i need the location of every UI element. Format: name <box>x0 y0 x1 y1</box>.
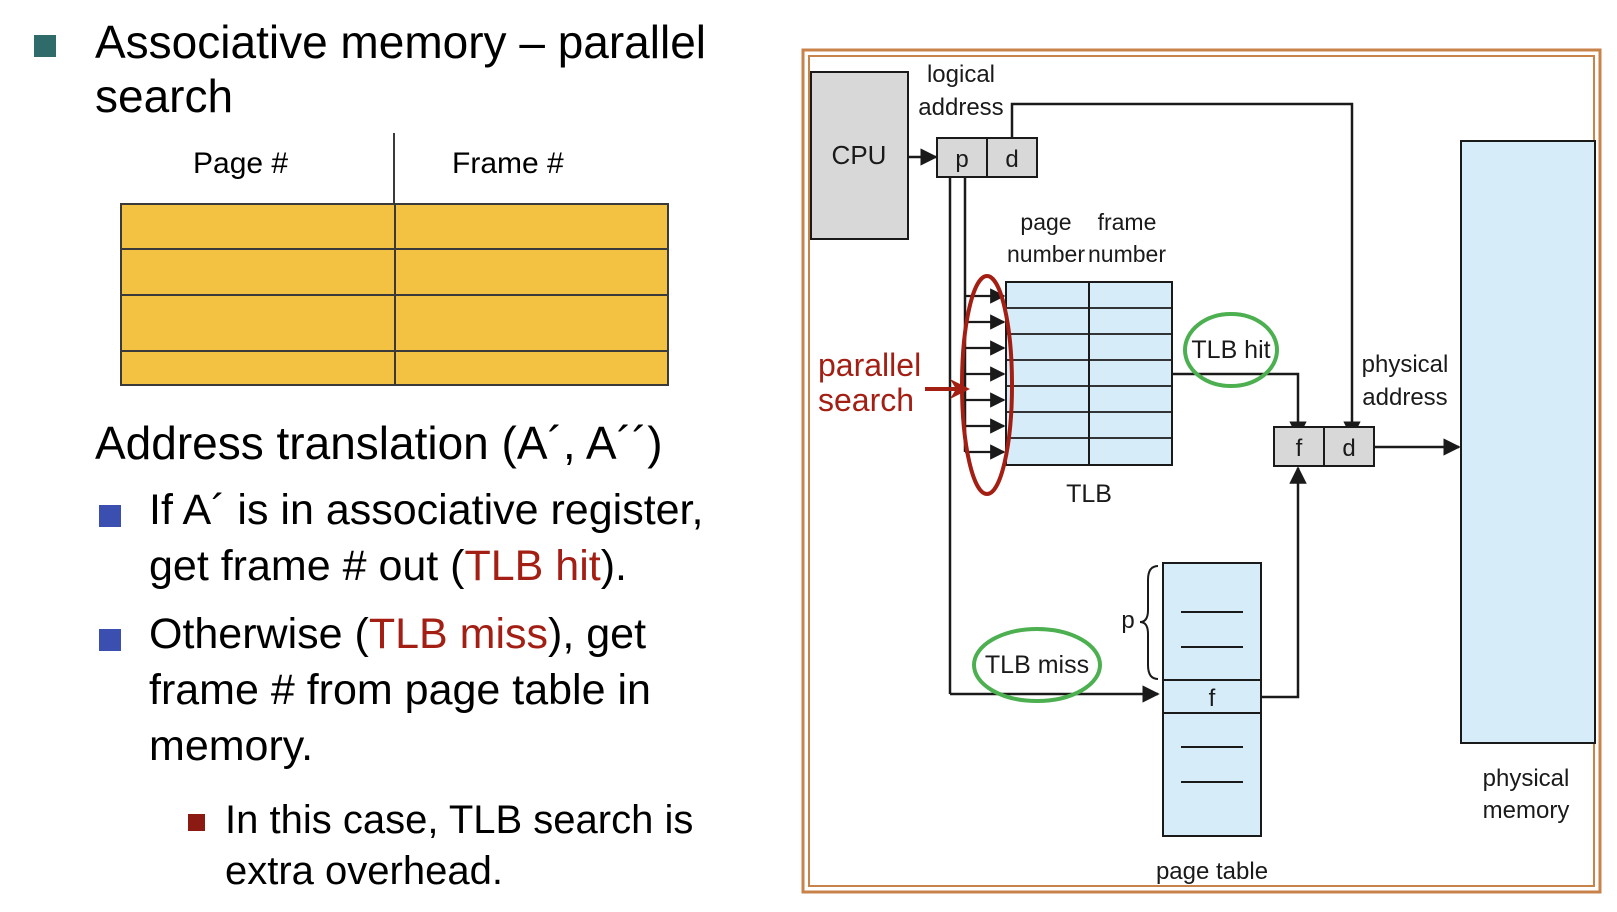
physical-address-label-2: address <box>1362 384 1447 411</box>
table-header-divider <box>393 133 395 203</box>
physical-memory-label-1: physical <box>1483 765 1570 792</box>
p-brace <box>1139 565 1159 680</box>
logical-d-cell <box>986 137 1038 178</box>
frame-number-label-1: frame <box>1098 209 1157 235</box>
tlb-hit-text: TLB hit <box>464 542 601 590</box>
bullet-square-teal <box>34 35 56 57</box>
frame-number-label-2: number <box>1088 241 1166 267</box>
logical-d-label: d <box>1005 146 1018 173</box>
physical-f-label: f <box>1296 435 1303 462</box>
bullet2-line1: If A´ is in associative register, <box>149 486 704 534</box>
parallel-search-label-1: parallel <box>818 347 921 383</box>
parallel-search-highlight <box>960 274 1014 496</box>
address-translation-heading: Address translation (A´, A´´) <box>95 417 663 469</box>
bullet1-line2: search <box>95 70 234 122</box>
bullet3-line1: Otherwise (TLB miss), get <box>149 606 646 662</box>
pagetable-to-physical-line <box>1261 466 1307 699</box>
tlb-hit-highlight <box>1183 312 1279 388</box>
bullet-square-darkred <box>188 814 205 831</box>
tlb-label: TLB <box>1066 480 1112 508</box>
page-table-label: page table <box>1156 858 1268 885</box>
tlb-miss-highlight <box>972 627 1102 703</box>
bullet-square-blue <box>99 629 121 651</box>
parallel-search-label-2: search <box>818 382 914 418</box>
bullet2-line2-post: ). <box>600 542 628 590</box>
bullet2-line2: get frame # out (TLB hit). <box>149 538 627 594</box>
offset-route-line <box>1010 102 1361 439</box>
bullet3-line1-pre: Otherwise ( <box>149 610 369 658</box>
logical-p-label: p <box>955 146 968 173</box>
physical-memory-label-2: memory <box>1483 797 1570 824</box>
table-column-divider <box>394 205 396 384</box>
parallel-search-arrows <box>965 288 1006 460</box>
logical-address-label-2: address <box>918 94 1003 121</box>
tlb-miss-label: TLB miss <box>985 651 1089 679</box>
page-number-label-2: number <box>1007 241 1085 267</box>
physical-address-label-1: physical <box>1362 351 1449 378</box>
bullet3-line2: frame # from page table in <box>149 666 651 714</box>
bullet1-line1: Associative memory – parallel <box>95 16 707 68</box>
bullet3-line3: memory. <box>149 722 314 770</box>
bullet2-line2-pre: get frame # out ( <box>149 542 465 590</box>
tlb-miss-text: TLB miss <box>368 610 549 658</box>
page-number-label-1: page <box>1020 209 1071 235</box>
associative-memory-table <box>120 203 669 386</box>
bullet4-line1: In this case, TLB search is <box>225 798 694 842</box>
logical-address-label-1: logical <box>927 61 995 88</box>
cpu-label: CPU <box>832 140 887 170</box>
diagram-frame-outer <box>801 48 1602 894</box>
bullet4-line2: extra overhead. <box>225 849 503 893</box>
bullet3-line1-post: ), get <box>548 610 647 658</box>
page-table <box>1162 562 1262 837</box>
physical-memory-box <box>1460 140 1596 744</box>
cpu-box <box>810 71 909 240</box>
tlb-table <box>1005 281 1173 466</box>
tlb-hit-route-line <box>1172 372 1307 439</box>
physical-d-label: d <box>1342 435 1355 462</box>
page-table-p-label: p <box>1121 607 1134 634</box>
page-table-f-label: f <box>1209 685 1216 712</box>
bullet-square-blue <box>99 505 121 527</box>
table-header-frame: Frame # <box>452 147 564 180</box>
table-header-page: Page # <box>193 147 289 180</box>
tlb-hit-label: TLB hit <box>1191 336 1270 364</box>
